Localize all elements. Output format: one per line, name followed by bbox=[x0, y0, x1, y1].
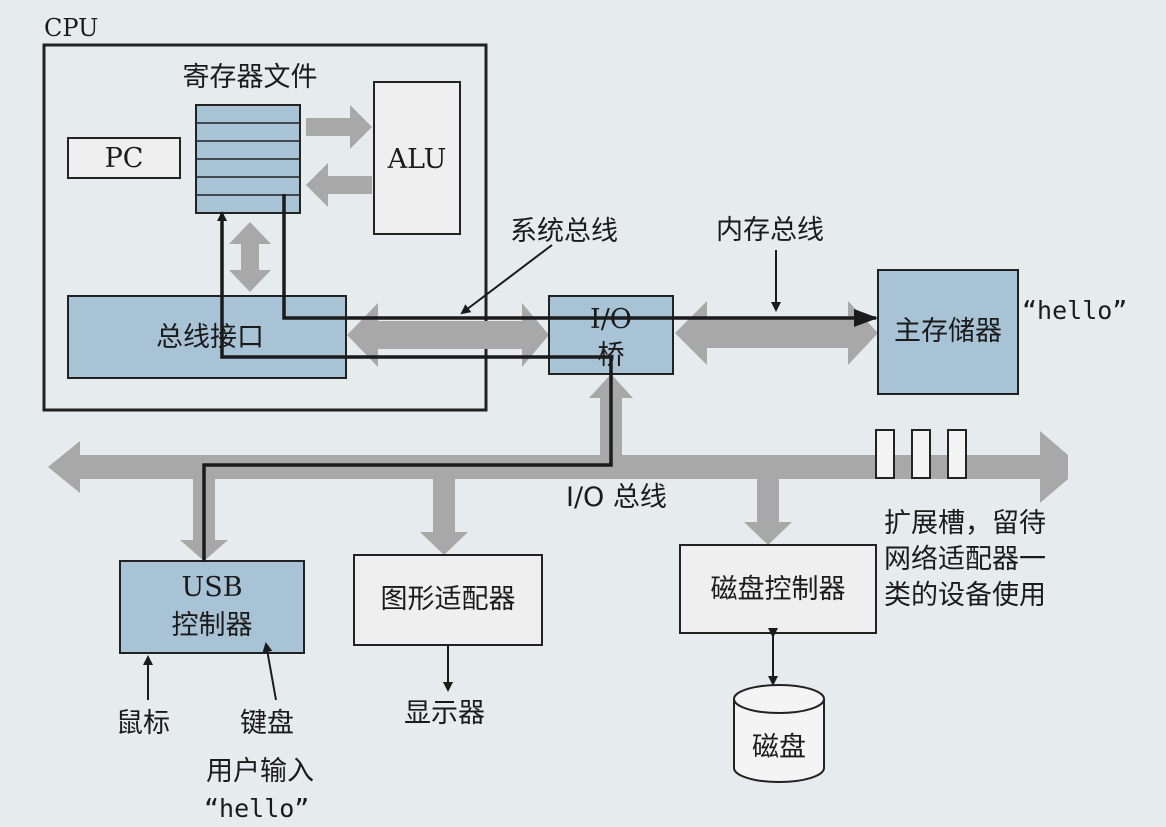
cpu-title: CPU bbox=[44, 14, 99, 42]
io-bus-label: I/O 总线 bbox=[566, 482, 667, 513]
alu-to-register-arrow bbox=[306, 163, 372, 207]
system-bus-label: 系统总线 bbox=[510, 216, 618, 247]
main-memory-box bbox=[877, 269, 1019, 395]
system-bus-pointer bbox=[460, 244, 553, 315]
expansion-slot bbox=[947, 429, 967, 479]
expansion-slots-line2: 网络适配器一 bbox=[884, 544, 1046, 575]
disk-controller-box bbox=[679, 544, 877, 634]
user-input-label: 用户输入 bbox=[206, 756, 314, 787]
hello-path-from-usb bbox=[202, 211, 613, 561]
usb-controller-label-bottom: 控制器 bbox=[171, 610, 253, 641]
main-memory-content: “hello” bbox=[1022, 296, 1128, 325]
register-to-alu-arrow bbox=[306, 105, 372, 149]
expansion-slot bbox=[875, 429, 895, 479]
pc-label: PC bbox=[104, 143, 144, 174]
keyboard-label: 键盘 bbox=[240, 708, 294, 739]
expansion-slots-line3: 类的设备使用 bbox=[884, 580, 1046, 611]
keyboard-arrow bbox=[262, 642, 277, 701]
memory-bus-arrow bbox=[675, 301, 878, 365]
memory-bus-label: 内存总线 bbox=[716, 215, 824, 246]
drop-to-disk-controller bbox=[744, 479, 792, 545]
pc-box bbox=[67, 137, 181, 179]
system-bus-arrow bbox=[347, 303, 549, 367]
graphics-adapter-label: 图形适配器 bbox=[380, 584, 516, 615]
user-input-content: “hello” bbox=[204, 794, 310, 823]
cpu-box bbox=[42, 43, 488, 412]
io-bridge-label-bottom: 桥 bbox=[597, 340, 625, 371]
bus-interface-label: 总线接口 bbox=[156, 322, 264, 353]
expansion-slot bbox=[911, 429, 931, 479]
alu-box bbox=[373, 81, 461, 235]
hello-path-to-memory bbox=[282, 194, 878, 327]
io-bridge-label-top: I/O bbox=[590, 304, 632, 335]
register-file-label: 寄存器文件 bbox=[182, 62, 318, 93]
graphics-adapter-box bbox=[353, 554, 543, 646]
main-memory-label: 主存储器 bbox=[894, 316, 1002, 347]
display-label: 显示器 bbox=[404, 698, 485, 729]
usb-controller-label-top: USB bbox=[181, 572, 243, 603]
disk-cylinder bbox=[733, 684, 825, 783]
drop-to-graphics bbox=[420, 479, 468, 555]
usb-controller-box bbox=[119, 560, 305, 654]
bus-interface-box bbox=[67, 295, 347, 379]
disk-controller-label: 磁盘控制器 bbox=[710, 574, 846, 605]
register-bus-interface-arrow bbox=[229, 222, 271, 292]
expansion-slots-line1: 扩展槽，留待 bbox=[884, 508, 1046, 539]
io-bus-arrow bbox=[48, 431, 1068, 503]
mouse-label: 鼠标 bbox=[116, 708, 170, 739]
disk-label: 磁盘 bbox=[752, 732, 806, 763]
alu-label: ALU bbox=[387, 144, 447, 175]
